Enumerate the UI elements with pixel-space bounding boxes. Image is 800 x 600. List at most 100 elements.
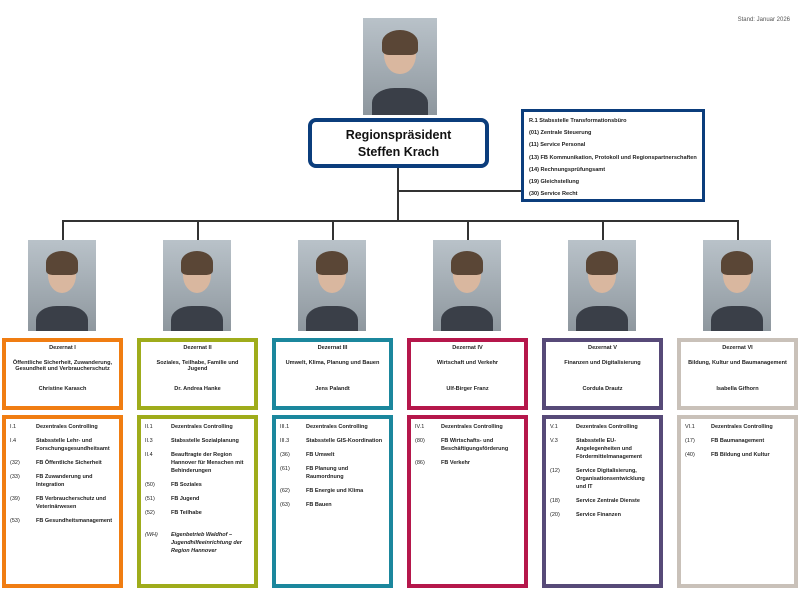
unit-code: IV.1 <box>415 424 425 430</box>
staff-unit: (30) Service Recht <box>529 191 578 198</box>
connector-line <box>397 168 399 220</box>
unit-code: (12) <box>550 468 560 474</box>
unit-name: Beauftragte der Region Hannover für Mens… <box>171 452 244 474</box>
unit-name: FB Verkehr <box>441 460 471 466</box>
unit-code: (52) <box>145 510 155 516</box>
unit-row: VI.1 Dezentrales Controlling <box>685 423 790 431</box>
unit-row: (18) Service Zentrale Dienste <box>550 497 655 505</box>
unit-name: FB Umwelt <box>306 452 335 458</box>
unit-row: (36) FB Umwelt <box>280 451 385 459</box>
unit-code: II.1 <box>145 424 153 430</box>
unit-row: (40)FB Bildung und Kultur <box>685 451 790 459</box>
staff-unit: (01) Zentrale Steuerung <box>529 130 592 137</box>
dezernat-description: Finanzen und Digitalisierung <box>564 360 641 366</box>
unit-code: (86) <box>415 460 425 466</box>
unit-code: VI.1 <box>685 424 695 430</box>
dezernat-person: Ulf-Birger Franz <box>446 386 489 392</box>
regionspraesident-box: Regionspräsident Steffen Krach <box>308 118 489 168</box>
unit-code: V.3 <box>550 438 558 444</box>
photo-dezernent <box>703 240 771 331</box>
unit-name: Service Zentrale Dienste <box>576 498 640 504</box>
dezernat-header: Dezernat II Soziales, Teilhabe, Familie … <box>137 338 258 410</box>
dezernat-title: Dezernat VI <box>722 345 753 351</box>
dezernat-person: Isabella Gifhorn <box>716 386 759 392</box>
staff-unit: (11) Service Personal <box>529 142 586 149</box>
unit-row: (33)FB Zuwanderung und Integration <box>10 473 115 489</box>
staff-unit: (13) FB Kommunikation, Protokoll und Reg… <box>529 154 697 161</box>
unit-code: (61) <box>280 466 290 472</box>
unit-row: (17)FB Baumanagement <box>685 437 790 445</box>
unit-name: FB Jugend <box>171 496 200 502</box>
unit-row: (62)FB Energie und Klima <box>280 487 385 495</box>
dezernat-title: Dezernat I <box>49 345 76 351</box>
unit-row: (86) FB Verkehr <box>415 459 520 467</box>
staff-units-box: R.1 Stabsstelle Transformationsbüro (01) … <box>521 109 705 202</box>
dezernat-description: Umwelt, Klima, Planung und Bauen <box>285 360 380 366</box>
unit-name: Dezentrales Controlling <box>36 424 98 430</box>
connector-line <box>467 220 469 240</box>
dezernat-description: Öffentliche Sicherheit, Zuwanderung, Ges… <box>12 360 113 372</box>
unit-name: Service Digitalisierung, Organisationsen… <box>576 468 645 490</box>
unit-name: FB Energie und Klima <box>306 488 364 494</box>
unit-name: Stabsstelle GIS-Koordination <box>306 438 383 444</box>
unit-name: FB Verbraucherschutz und Veterinärwesen <box>36 496 106 510</box>
photo-dezernent <box>298 240 366 331</box>
photo-dezernent <box>433 240 501 331</box>
unit-code: III.3 <box>280 438 290 444</box>
dezernat-person: Jens Palandt <box>315 386 350 392</box>
unit-code: (53) <box>10 518 20 524</box>
unit-name: FB Teilhabe <box>171 510 202 516</box>
connector-line <box>197 220 199 240</box>
unit-name: FB Wirtschafts- und Beschäftigungsförder… <box>441 438 509 452</box>
unit-row: (32)FB Öffentliche Sicherheit <box>10 459 115 467</box>
unit-code: (18) <box>550 498 560 504</box>
dezernat-title: Dezernat IV <box>452 345 483 351</box>
staff-unit: (14) Rechnungsprüfungsamt <box>529 166 606 173</box>
unit-name: Stabsstelle Sozialplanung <box>171 438 239 444</box>
unit-code: (63) <box>280 502 290 508</box>
unit-row: (12) Service Digitalisierung, Organisatio… <box>550 467 655 491</box>
dezernat-title: Dezernat III <box>317 345 348 351</box>
unit-code: V.1 <box>550 424 558 430</box>
unit-code: (33) <box>10 474 20 480</box>
unit-name: Dezentrales Controlling <box>711 424 773 430</box>
dezernat-title: Dezernat V <box>588 345 617 351</box>
unit-code: I.1 <box>10 424 17 430</box>
unit-row: II.4 Beauftragte der Region Hannover für … <box>145 451 250 475</box>
unit-row: (80) FB Wirtschafts- und Beschäftigungsfö… <box>415 437 520 453</box>
unit-code: (51) <box>145 496 155 502</box>
head-name: Steffen Krach <box>357 145 440 159</box>
photo-dezernent <box>163 240 231 331</box>
unit-name: FB Öffentliche Sicherheit <box>36 460 102 466</box>
unit-code: (80) <box>415 438 425 444</box>
unit-name: FB Baumanagement <box>711 438 765 444</box>
dezernat-person: Christine Karasch <box>38 386 87 392</box>
unit-code: (36) <box>280 452 290 458</box>
dezernat-description: Soziales, Teilhabe, Familie und Jugend <box>156 360 239 372</box>
unit-row: (61)FB Planung und Raumordnung <box>280 465 385 481</box>
unit-code: III.1 <box>280 424 290 430</box>
unit-row: V.1 Dezentrales Controlling <box>550 423 655 431</box>
dezernat-header: Dezernat III Umwelt, Klima, Planung und … <box>272 338 393 410</box>
unit-code: I.4 <box>10 438 17 444</box>
unit-code: (20) <box>550 512 560 518</box>
unit-code: II.4 <box>145 452 153 458</box>
dezernat-description: Wirtschaft und Verkehr <box>436 360 499 366</box>
unit-row: (WH) Eigenbetrieb Waldhof – Jugendhilfeei… <box>145 531 250 555</box>
unit-name: Eigenbetrieb Waldhof – Jugendhilfeeinric… <box>171 532 242 554</box>
unit-name: Dezentrales Controlling <box>576 424 638 430</box>
dezernat-person: Dr. Andrea Hanke <box>174 386 221 392</box>
staff-unit: R.1 Stabsstelle Transformationsbüro <box>529 118 627 124</box>
unit-code: (WH) <box>145 532 158 538</box>
dezernat-title: Dezernat II <box>183 345 212 351</box>
unit-code: (50) <box>145 482 155 488</box>
dezernat-header: Dezernat V Finanzen und Digitalisierung … <box>542 338 663 410</box>
